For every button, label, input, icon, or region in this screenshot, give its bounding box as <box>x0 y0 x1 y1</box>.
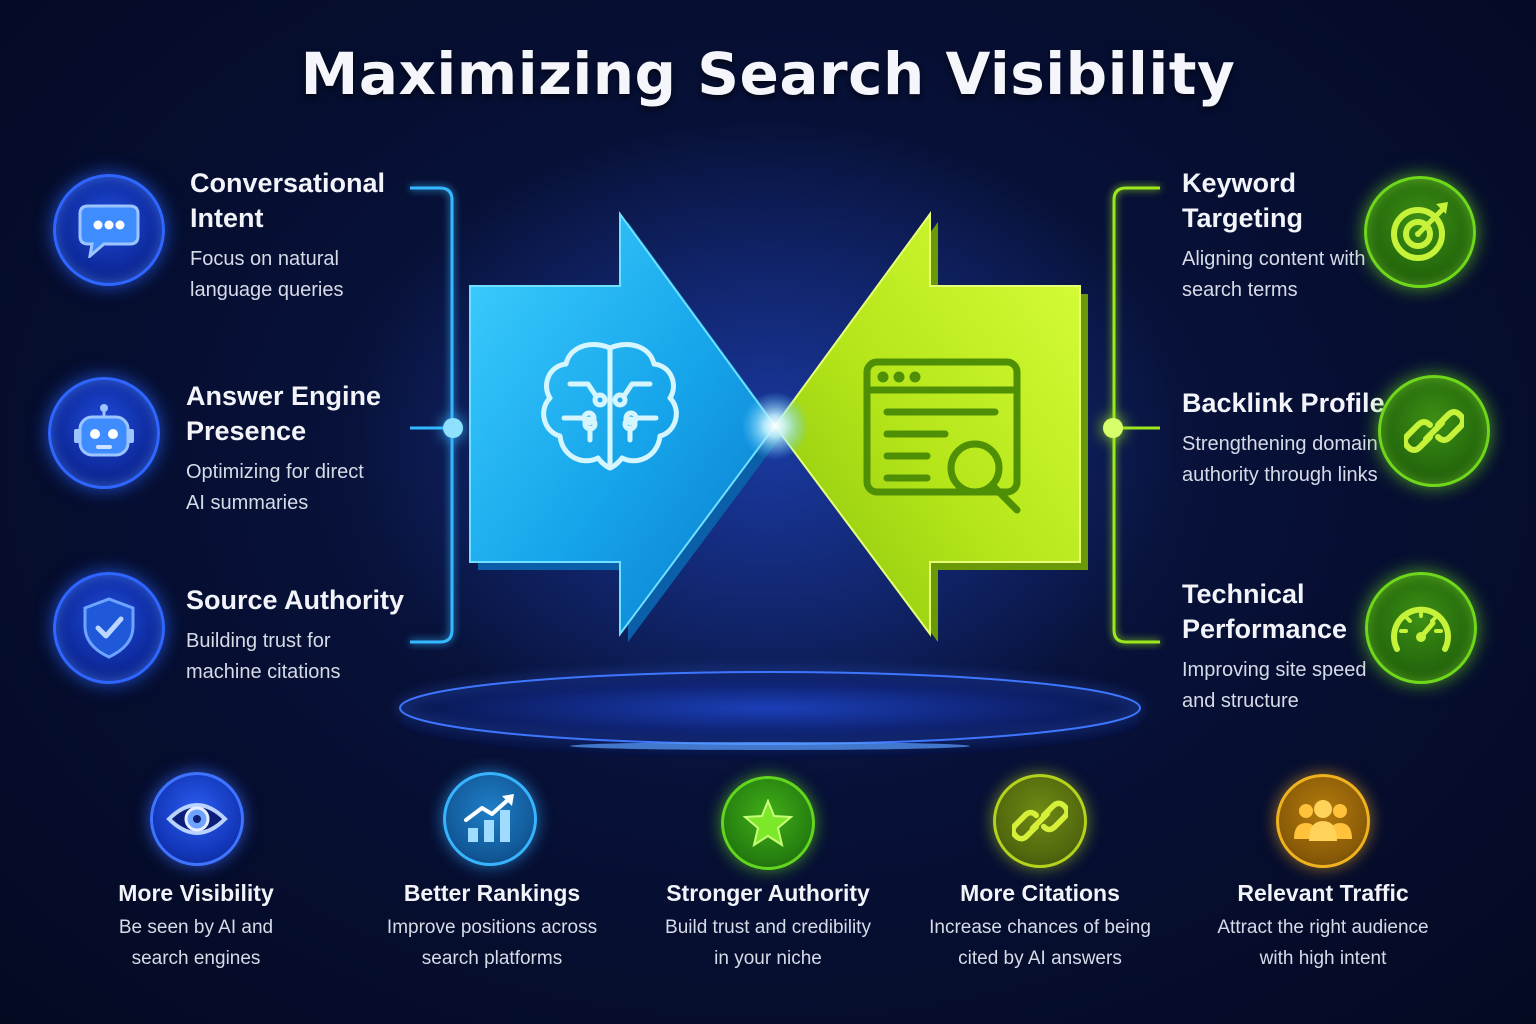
benefit-stronger-authority: Stronger Authority Build trust and credi… <box>628 878 908 974</box>
benefit-circle-visibility <box>150 772 244 866</box>
feature-title-line1: Answer Engine <box>186 381 382 411</box>
feature-desc-line1: Building trust for <box>186 630 331 652</box>
feature-desc-line1: Optimizing for direct <box>186 461 364 483</box>
feature-desc-line2: search terms <box>1182 279 1298 301</box>
chain-link-icon <box>1404 409 1464 453</box>
benefit-title: More Citations <box>960 880 1120 906</box>
page-title: Maximizing Search Visibility <box>300 40 1236 108</box>
left-bracket <box>410 186 463 644</box>
feature-backlink-profile: Backlink Profile Strengthening domain aut… <box>1182 386 1392 491</box>
benefit-desc-line2: with high intent <box>1259 948 1387 969</box>
feature-source-authority: Source Authority Building trust for machi… <box>186 583 416 688</box>
speedometer-icon <box>1391 606 1451 652</box>
star-icon <box>743 799 793 847</box>
benefit-more-visibility: More Visibility Be seen by AI and search … <box>56 878 336 974</box>
benefit-circle-citations <box>993 774 1087 868</box>
benefit-desc-line2: cited by AI answers <box>958 948 1122 969</box>
benefit-circle-rankings <box>443 772 537 866</box>
feature-title-line2: Intent <box>190 203 264 233</box>
feature-title-line2: Performance <box>1182 614 1348 644</box>
feature-desc-line2: AI summaries <box>186 492 309 514</box>
benefit-better-rankings: Better Rankings Improve positions across… <box>352 878 632 974</box>
benefit-circle-traffic <box>1276 774 1370 868</box>
feature-desc-line1: Improving site speed <box>1182 659 1367 681</box>
benefit-circle-authority <box>721 776 815 870</box>
benefit-desc-line1: Increase chances of being <box>929 917 1151 938</box>
feature-desc-line2: language queries <box>190 279 344 301</box>
feature-circle-conversational <box>53 174 165 286</box>
feature-desc-line2: authority through links <box>1182 464 1378 486</box>
benefit-desc-line1: Attract the right audience <box>1217 917 1429 938</box>
feature-title-line1: Keyword <box>1182 168 1297 198</box>
benefit-desc-line1: Be seen by AI and <box>118 917 274 938</box>
benefit-desc-line2: in your niche <box>714 948 822 969</box>
benefit-more-citations: More Citations Increase chances of being… <box>900 878 1180 974</box>
benefit-desc-line1: Build trust and credibility <box>665 917 871 938</box>
feature-circle-technical <box>1365 572 1477 684</box>
benefit-title: Relevant Traffic <box>1237 880 1409 906</box>
platform <box>399 671 1141 758</box>
feature-title-line1: Source Authority <box>186 585 405 615</box>
robot-icon <box>74 404 134 457</box>
right-bracket <box>1103 186 1160 644</box>
chain-link-icon <box>1012 800 1068 842</box>
benefit-desc-line2: search engines <box>131 948 261 969</box>
feature-circle-backlink <box>1378 375 1490 487</box>
feature-title-line1: Backlink Profile <box>1182 388 1385 418</box>
feature-title-line2: Presence <box>186 416 307 446</box>
feature-desc-line1: Aligning content with <box>1182 248 1366 270</box>
benefit-desc-line1: Improve positions across <box>386 917 598 938</box>
benefit-title: More Visibility <box>118 880 274 906</box>
chat-bubble-icon <box>78 204 140 258</box>
eye-icon <box>166 803 228 835</box>
benefit-desc-line2: search platforms <box>421 948 563 969</box>
benefit-title: Better Rankings <box>403 880 581 906</box>
brain-circuit-icon <box>541 342 679 471</box>
shield-check-icon <box>83 597 135 659</box>
center-arrows <box>469 210 1088 642</box>
audience-icon <box>1294 800 1352 841</box>
benefit-title: Stronger Authority <box>666 880 870 906</box>
feature-desc-line2: machine citations <box>186 661 341 683</box>
feature-circle-source-authority <box>53 572 165 684</box>
feature-desc-line1: Strengthening domain <box>1182 433 1378 455</box>
target-icon <box>1391 202 1448 261</box>
benefit-relevant-traffic: Relevant Traffic Attract the right audie… <box>1183 878 1463 974</box>
bar-chart-up-icon <box>464 794 514 842</box>
feature-circle-keyword <box>1364 176 1476 288</box>
browser-search-icon <box>863 358 1021 514</box>
feature-circle-answer-engine <box>48 377 160 489</box>
feature-title-line1: Conversational <box>190 168 386 198</box>
feature-title-line2: Targeting <box>1182 203 1303 233</box>
feature-desc-line1: Focus on natural <box>190 248 339 270</box>
feature-desc-line2: and structure <box>1182 690 1299 712</box>
feature-title-line1: Technical <box>1182 579 1305 609</box>
